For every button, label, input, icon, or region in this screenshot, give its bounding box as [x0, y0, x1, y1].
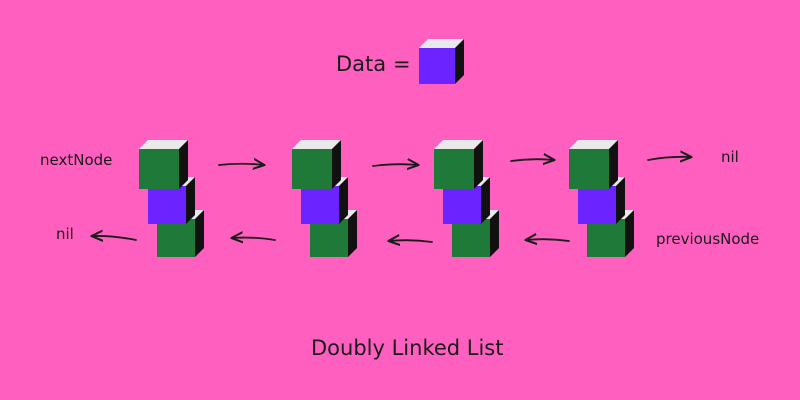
data-legend-label: Data: [336, 52, 387, 76]
next-arrow: [372, 164, 418, 166]
data-legend-equals: =: [393, 52, 411, 76]
previous-arrow: [526, 239, 570, 241]
list-node-4: [569, 140, 634, 257]
next-node-cube: [139, 140, 188, 189]
previous-arrow: [389, 240, 433, 242]
previous-node-label: previousNode: [656, 230, 760, 248]
next-node-cube: [292, 140, 341, 189]
previous-node-cube: [157, 210, 204, 257]
list-node-3: [434, 140, 499, 257]
previous-arrow: [92, 236, 137, 240]
nil-terminator-right: nil: [721, 148, 739, 166]
previous-arrow: [232, 238, 276, 240]
next-node-label: nextNode: [40, 151, 113, 169]
data-legend-cube: [419, 39, 464, 84]
next-node-cube: [569, 140, 618, 189]
list-node-2: [292, 140, 357, 257]
diagram-caption: Doubly Linked List: [311, 336, 504, 360]
list-node-1: [139, 140, 204, 257]
nil-terminator-left: nil: [56, 225, 74, 243]
next-arrow: [218, 164, 264, 165]
next-arrow: [647, 157, 691, 160]
next-arrow: [510, 159, 554, 161]
next-node-cube: [434, 140, 483, 189]
